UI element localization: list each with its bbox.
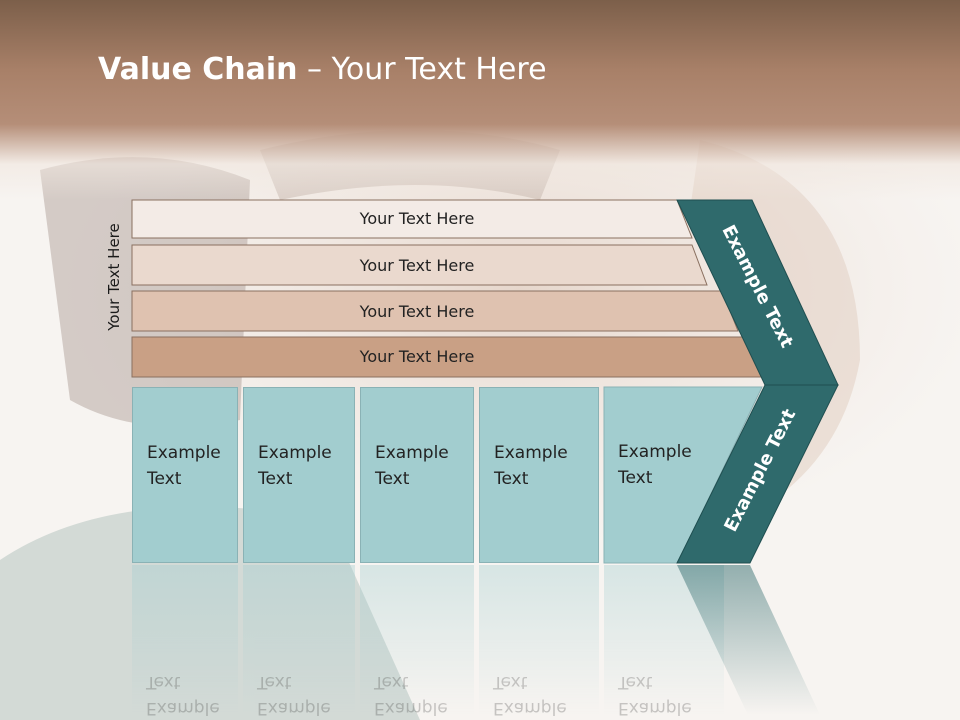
header-band	[0, 0, 960, 200]
support-row-label: Your Text Here	[359, 256, 475, 275]
support-row-label: Your Text Here	[359, 302, 475, 321]
support-row-label: Your Text Here	[359, 347, 475, 366]
title-rest: – Your Text Here	[297, 52, 547, 87]
support-row-label: Your Text Here	[359, 209, 475, 228]
support-activities-label[interactable]: Your Text Here	[105, 223, 123, 331]
title-bold: Value Chain	[98, 52, 298, 87]
slide-title[interactable]: Value Chain – Your Text Here	[98, 52, 547, 87]
